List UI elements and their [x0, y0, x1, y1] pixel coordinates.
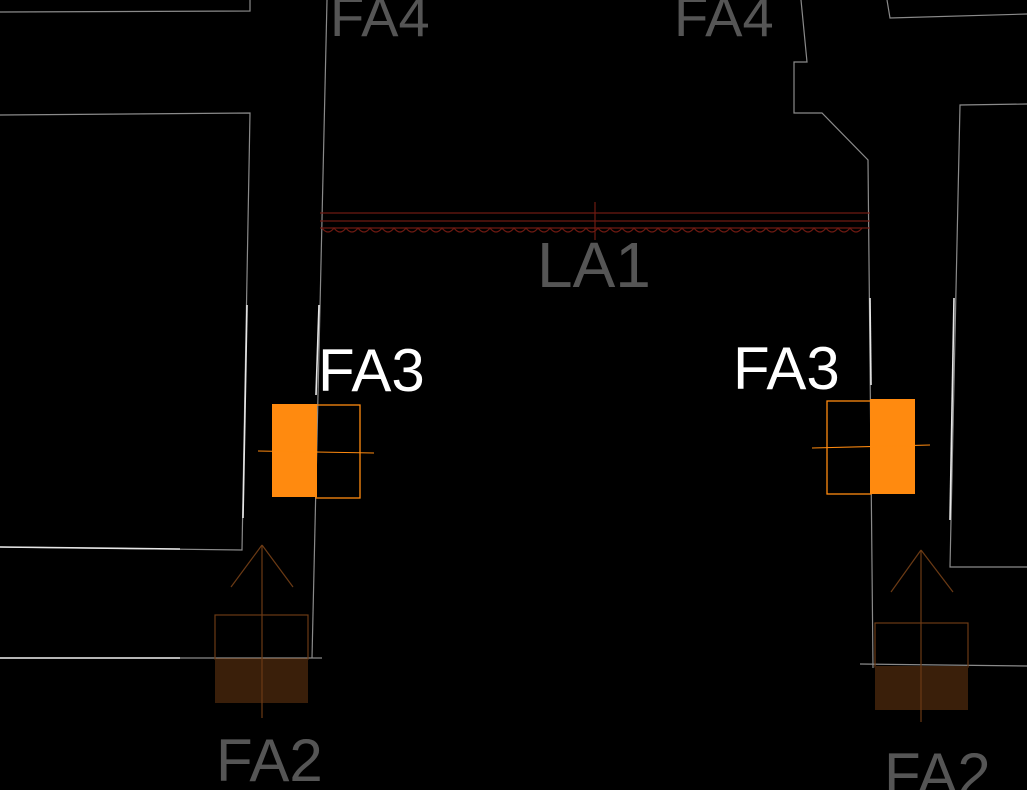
wall-highlight	[315, 304, 320, 396]
wall-right-bottom	[859, 663, 1027, 667]
wall-highlight	[949, 297, 955, 521]
wall-right-corridor	[793, 0, 874, 669]
wall-highlights	[0, 297, 955, 659]
wall-top-right	[886, 0, 1027, 19]
fa2-left-arrow-l	[230, 544, 263, 588]
fa3-left-crossbar	[257, 450, 375, 454]
label-fa4-left: FA4	[330, 0, 430, 48]
fa2-right-fixture	[874, 549, 969, 722]
wall-highlight	[869, 297, 872, 386]
fa3-right-crossbar	[811, 444, 931, 449]
la1-scallops	[321, 227, 863, 233]
fa2-left-arrow-r	[261, 544, 294, 588]
wall-top-left	[0, 0, 251, 13]
fa2-left-fixture	[214, 544, 309, 718]
la1-track	[320, 202, 870, 240]
label-la1: LA1	[537, 229, 651, 301]
label-fa4-right: FA4	[674, 0, 774, 48]
fa2-right-arrow-l	[890, 549, 922, 593]
wall-highlight	[0, 546, 181, 550]
label-fa3-right: FA3	[733, 335, 840, 402]
label-fa2-left: FA2	[216, 727, 323, 790]
fa3-left-fixture	[257, 404, 375, 499]
fa3-right-fixture	[811, 399, 931, 495]
fa3-left-fill	[272, 404, 317, 497]
label-fa2-right: FA2	[884, 741, 991, 790]
wall-highlight	[242, 304, 248, 519]
fa2-right-arrow-r	[920, 549, 954, 593]
wall-right-room	[949, 103, 1027, 568]
label-fa3-left: FA3	[318, 337, 425, 404]
wall-left-corridor	[311, 0, 328, 659]
